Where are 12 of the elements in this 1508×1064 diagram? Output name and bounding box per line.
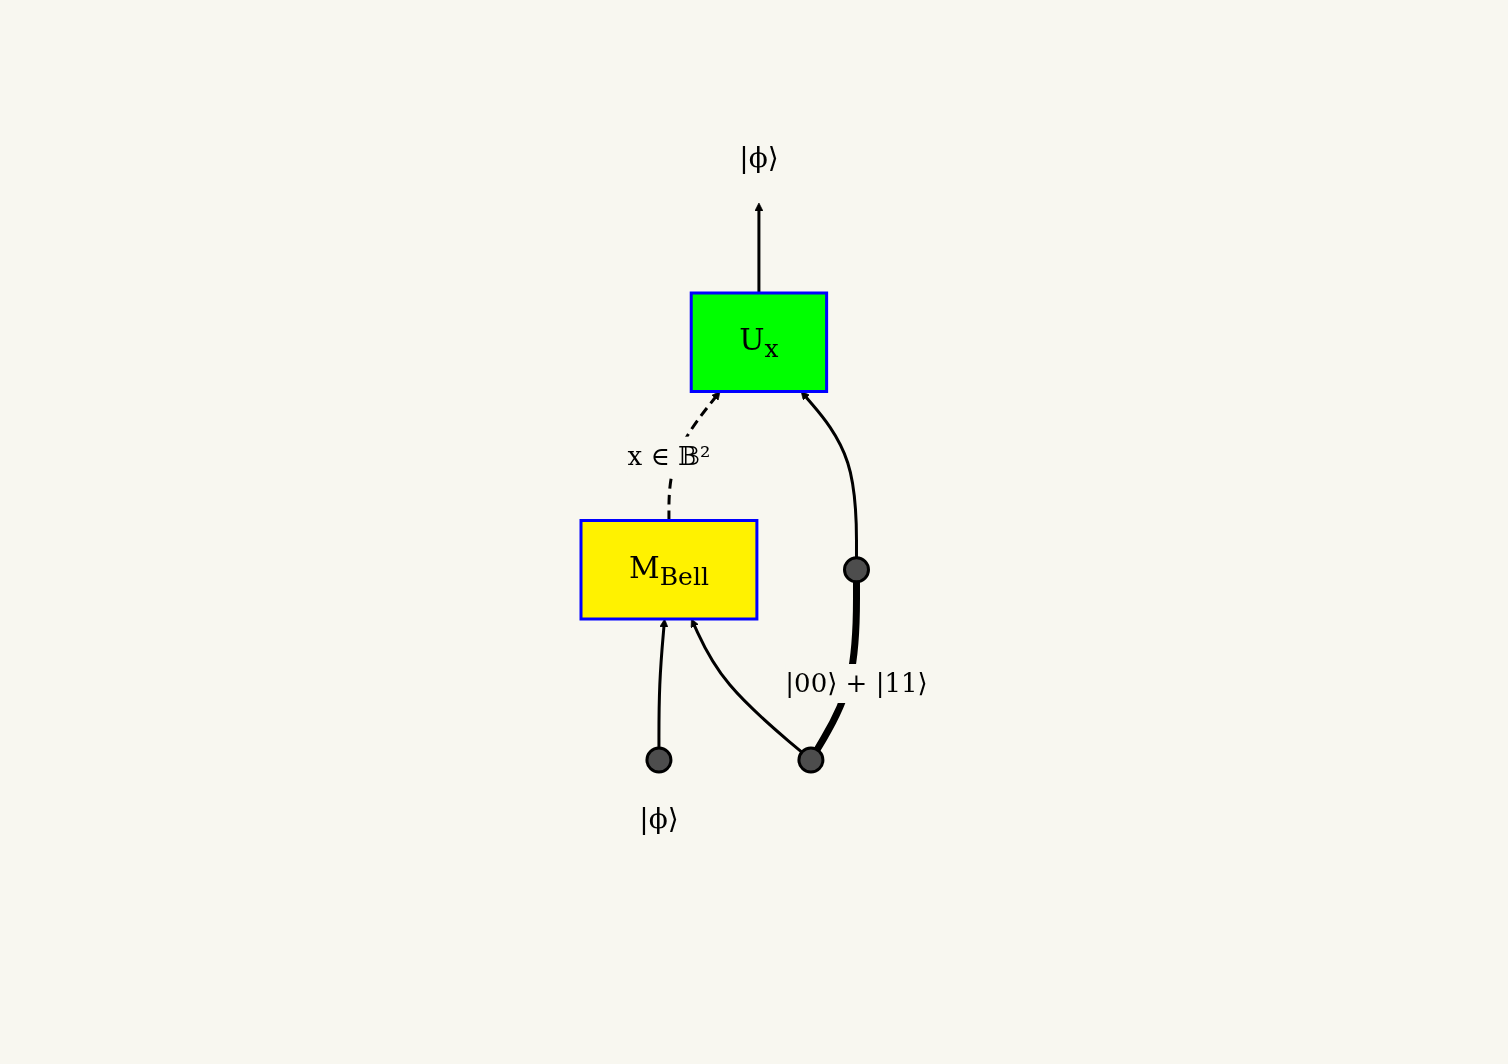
node-label: |ϕ⟩ [638,801,679,835]
arrow [657,618,668,748]
arrow [754,202,763,293]
arrow [690,618,803,753]
node-box: U$_{x}$ [689,291,828,393]
edge-label: x ∈ 𝔹² [627,440,711,470]
edge-label: |00⟩ + |11⟩ [785,667,928,698]
node-circle [797,746,825,773]
node-text: |ϕ⟩ [738,140,779,174]
node-circle [645,746,673,773]
node-box: M$_{Bell}$ [579,518,759,620]
node-circle [842,555,870,583]
